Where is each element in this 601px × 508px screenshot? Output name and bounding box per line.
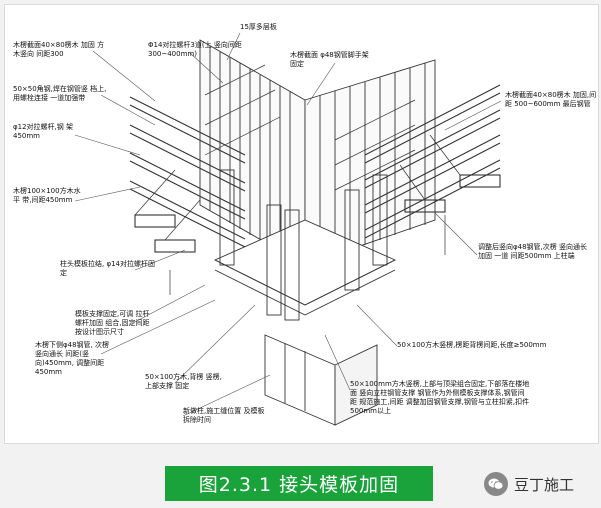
right-beams (364, 84, 501, 239)
braces (134, 134, 461, 295)
annotation: 模板支撑固定,可调 拉杆螺杆加固 组合,固定间距 按设计图示尺寸 (75, 310, 150, 336)
wechat-icon (484, 472, 508, 496)
formwork-diagram (74, 32, 502, 426)
annotation: φ12对拉螺杆,钢 架450mm (13, 123, 73, 140)
annotation: 50×100方木竖楞,楞距背楞间距,长度≥500mm (397, 341, 547, 349)
annotation: 15厚多层板 (240, 23, 277, 31)
annotation: 木楞截面40×80楞木 加固,间距 500~600mm 最后钢管 (505, 91, 597, 108)
annotation: Φ14对拉螺杆3道(上 竖向间距300~400mm) (148, 41, 242, 58)
annotation: 木楞截面 φ48钢管脚手架固定 (290, 51, 369, 68)
annotation: 木楞100×100方木水平 带,间距450mm (13, 187, 81, 204)
annotation: 50×100方木,背楞 竖楞,上部支撑 固定 (145, 373, 222, 390)
leader-lines (74, 32, 502, 417)
brand-watermark: 豆丁施工 (484, 470, 574, 498)
diagram-frame: 15厚多层板 Φ14对拉螺杆3道(上 竖向间距300~400mm) 木楞截面40… (4, 4, 599, 444)
annotation: 50×50角钢,焊在钢管竖 档上,用螺栓连接 一道加强带 (13, 85, 107, 102)
column-pedestal (264, 334, 378, 426)
tie-rods (204, 64, 416, 191)
annotation: 调整后竖向φ48钢管,次楞 竖向通长加固 一道 间距500mm 上柱端 (478, 243, 587, 260)
annotation: 木楞截面40×80楞木 加固 方木竖向 间距300 (13, 41, 105, 58)
column-form (213, 169, 397, 321)
annotation: 木楞下侧φ48钢管, 次楞竖向通长 间距(竖向)450mm, 调整间距450mm (35, 341, 109, 376)
brand-name: 豆丁施工 (514, 475, 575, 494)
annotation: 新做柱,施工缝位置 及模板拆除时间 (183, 407, 265, 424)
annotation: 柱头模板拉结, φ14对拉螺杆固定 (60, 260, 155, 277)
figure-caption: 图2.3.1 接头模板加固 (165, 466, 433, 501)
annotation: 50×100mm方木竖楞,上部与顶梁组合固定,下部落在楼地面 竖向立柱钢管支撑 … (350, 380, 530, 415)
back-wall-right (304, 59, 436, 266)
